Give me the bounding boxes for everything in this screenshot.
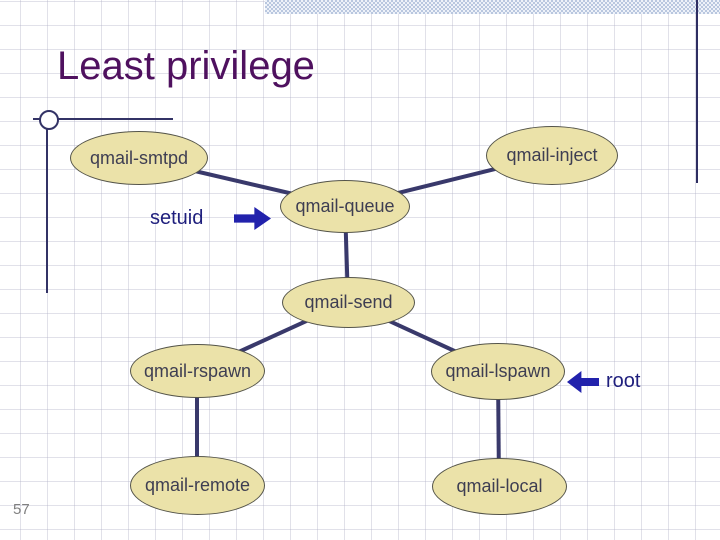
node-qmail-lspawn: qmail-lspawn bbox=[431, 343, 565, 400]
node-qmail-inject: qmail-inject bbox=[486, 126, 618, 185]
setuid-label: setuid bbox=[150, 207, 204, 229]
slide-title: Least privilege bbox=[57, 44, 315, 88]
root-label: root bbox=[606, 370, 641, 392]
node-qmail-rspawn: qmail-rspawn bbox=[130, 344, 265, 398]
decor-vertical-line bbox=[46, 113, 48, 293]
node-label: qmail-local bbox=[456, 476, 543, 496]
node-label: qmail-remote bbox=[144, 475, 251, 495]
node-qmail-remote: qmail-remote bbox=[130, 456, 265, 515]
node-label: qmail-lspawn bbox=[445, 361, 551, 381]
node-label: qmail-send bbox=[304, 292, 393, 312]
node-label: qmail-inject bbox=[506, 145, 598, 165]
node-label: qmail-rspawn bbox=[143, 360, 252, 381]
top-banner-strip bbox=[265, 0, 720, 14]
decor-horizontal-line bbox=[33, 118, 173, 120]
slide-page-number: 57 bbox=[13, 501, 30, 518]
node-qmail-queue: qmail-queue bbox=[280, 180, 410, 233]
decor-circle-icon bbox=[39, 110, 59, 130]
node-qmail-smtpd: qmail-smtpd bbox=[70, 131, 208, 185]
node-qmail-local: qmail-local bbox=[432, 458, 567, 515]
node-qmail-send: qmail-send bbox=[282, 277, 415, 328]
right-border-line bbox=[696, 0, 698, 183]
node-label: qmail-smtpd bbox=[89, 147, 189, 168]
node-label: qmail-queue bbox=[295, 196, 395, 216]
